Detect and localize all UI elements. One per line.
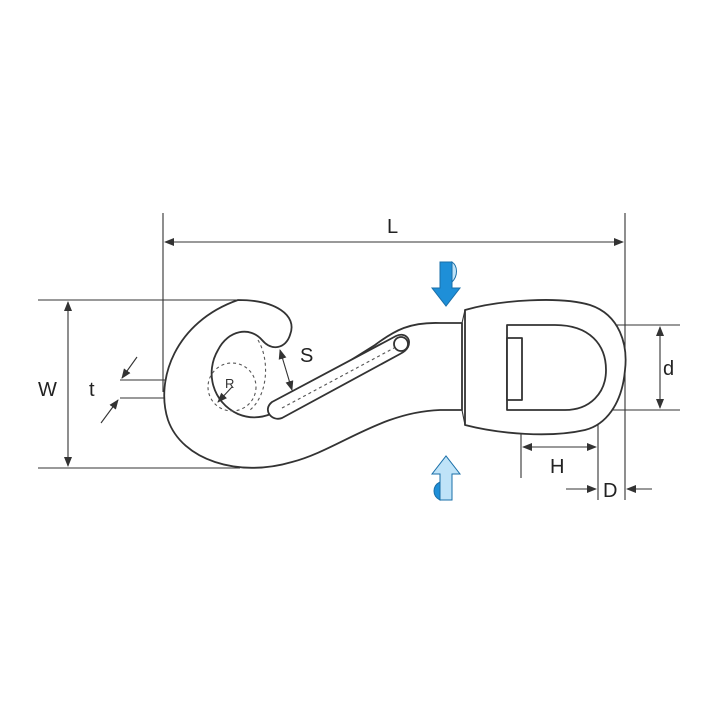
snap-hook-body	[163, 299, 463, 469]
rotate-up-arrow-icon	[430, 455, 462, 501]
rotate-down-arrow-icon	[430, 261, 462, 307]
label-D: D	[603, 480, 617, 502]
dim-R-line	[217, 386, 233, 403]
dimension-lines	[64, 238, 664, 493]
label-L: L	[387, 216, 398, 238]
dim-S-line	[278, 349, 294, 391]
label-d: d	[663, 358, 674, 380]
label-H: H	[550, 456, 564, 478]
swivel-eye	[461, 299, 627, 436]
label-t: t	[89, 379, 95, 401]
extension-lines	[38, 213, 680, 500]
dim-t-top-arrow	[121, 356, 138, 379]
label-S: S	[300, 345, 313, 367]
dim-t-bottom-arrow	[100, 399, 119, 424]
label-W: W	[38, 379, 57, 401]
label-R: R	[225, 376, 234, 391]
